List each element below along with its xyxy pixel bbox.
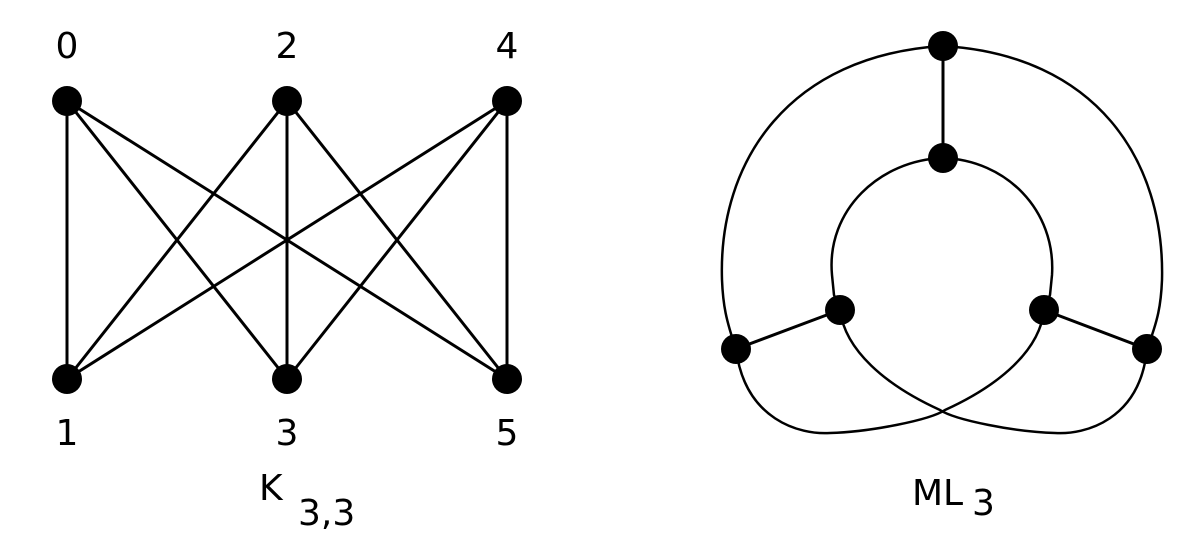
node-1 <box>52 364 82 394</box>
node-2 <box>272 86 302 116</box>
node-outer-left <box>721 334 751 364</box>
ml3-edges <box>720 44 1164 435</box>
k33-nodes <box>52 86 522 394</box>
node-label-0: 0 <box>56 26 79 67</box>
node-4 <box>492 86 522 116</box>
node-label-3: 3 <box>276 413 299 454</box>
node-outer-right <box>1132 334 1162 364</box>
node-3 <box>272 364 302 394</box>
ml3-title: ML <box>912 473 963 514</box>
node-5 <box>492 364 522 394</box>
k33-subscript: 3,3 <box>298 493 355 534</box>
node-label-2: 2 <box>276 26 299 67</box>
node-inner-top <box>928 143 958 173</box>
node-label-1: 1 <box>56 413 79 454</box>
node-label-5: 5 <box>496 413 519 454</box>
node-inner-left <box>825 295 855 325</box>
ml3-subscript: 3 <box>972 483 995 524</box>
node-inner-right <box>1029 295 1059 325</box>
node-label-4: 4 <box>496 26 519 67</box>
k33-edges <box>65 99 509 381</box>
node-0 <box>52 86 82 116</box>
k33-title: K <box>259 468 284 509</box>
ml3-nodes <box>721 31 1162 364</box>
node-outer-top <box>928 31 958 61</box>
